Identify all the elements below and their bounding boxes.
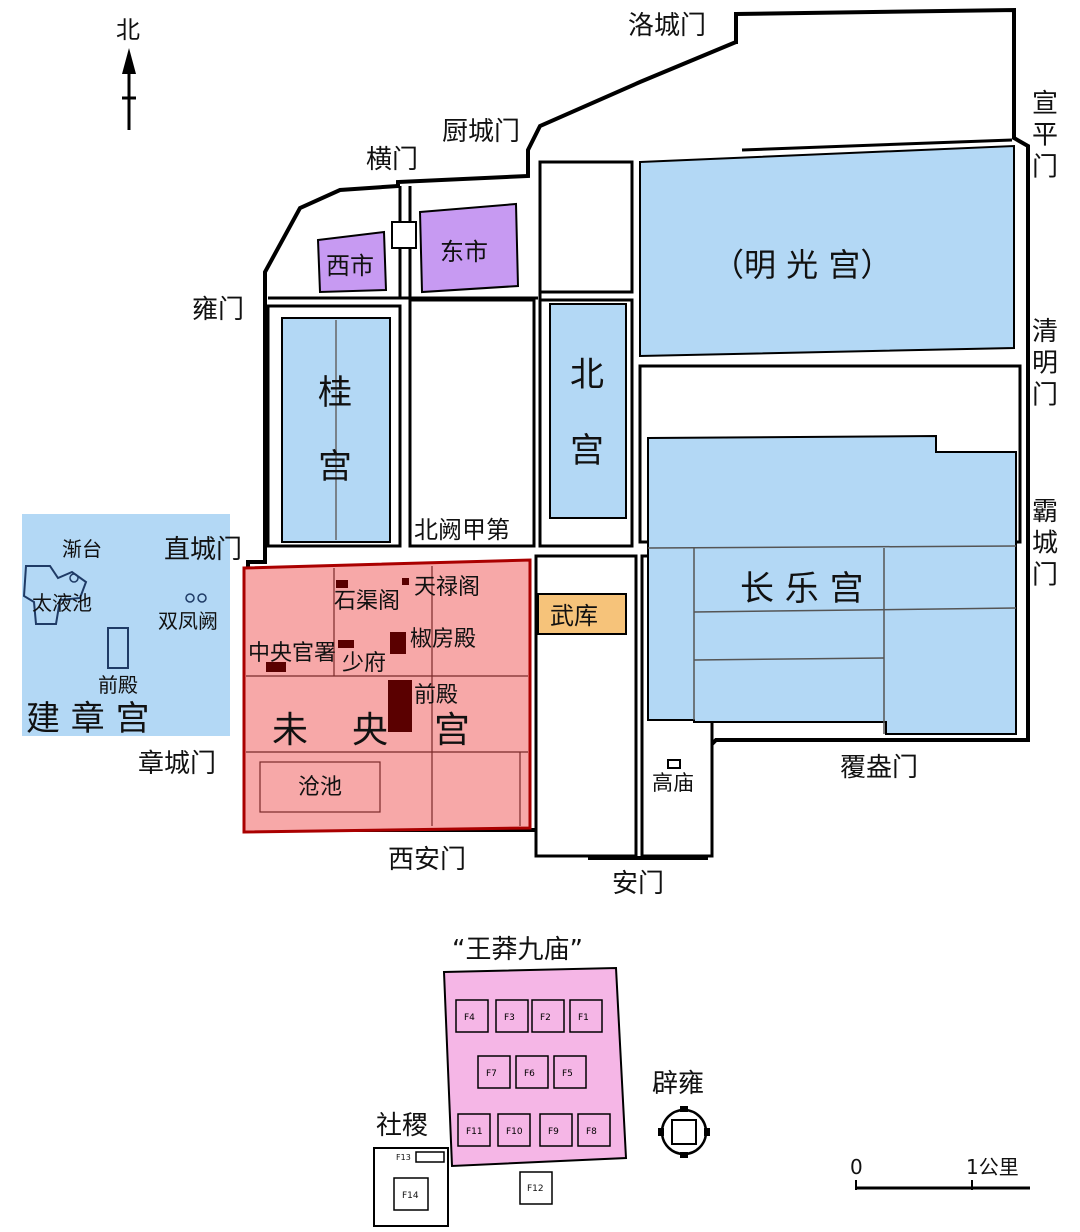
gate-zhicheng: 直城门 bbox=[164, 535, 242, 565]
biyong-label: 辟雍 bbox=[652, 1069, 704, 1099]
gui-palace-label-1: 桂 bbox=[318, 373, 352, 413]
west-market-label: 西市 bbox=[326, 252, 374, 280]
temple-block bbox=[553, 1055, 587, 1089]
temple-label: F8 bbox=[586, 1127, 597, 1137]
gaomiao-marker bbox=[667, 759, 681, 769]
temple-label: F11 bbox=[466, 1127, 483, 1137]
west-market bbox=[316, 230, 388, 294]
temple-f12: F12 bbox=[527, 1184, 544, 1194]
temple-block bbox=[457, 1113, 491, 1147]
temple-block bbox=[531, 999, 565, 1033]
scale-one-km: 1公里 bbox=[966, 1155, 1019, 1179]
weiyang-palace-grid bbox=[246, 566, 528, 826]
jiaofang-hall-label: 椒房殿 bbox=[410, 627, 476, 652]
temple-block bbox=[577, 1113, 611, 1147]
armory-label: 武库 bbox=[550, 602, 598, 630]
taiye-pond bbox=[22, 565, 88, 625]
temple-label: F2 bbox=[540, 1013, 551, 1023]
temple-block bbox=[497, 1113, 531, 1147]
gate-chucheng: 厨城门 bbox=[442, 117, 520, 147]
sheji-f13: F13 bbox=[396, 1153, 411, 1162]
temple-label: F10 bbox=[506, 1127, 523, 1137]
gate-heng: 横门 bbox=[366, 145, 418, 175]
changle-palace-grid bbox=[647, 545, 1017, 734]
weiyang-palace-label-1: 未 bbox=[272, 710, 308, 751]
shuangfeng-que-label: 双凤阙 bbox=[158, 609, 218, 633]
weiyang-palace-label-2: 央 bbox=[352, 710, 388, 751]
temple-block bbox=[495, 999, 529, 1033]
temple-label: F6 bbox=[524, 1069, 535, 1079]
weiyang-palace-label-3: 宫 bbox=[434, 710, 470, 751]
gui-palace-label-2: 宫 bbox=[318, 447, 352, 487]
scale-bar bbox=[855, 1180, 1030, 1190]
central-office-label: 中央官署 bbox=[248, 641, 336, 666]
hengmen-gate-marker bbox=[391, 221, 417, 249]
gate-luocheng: 洛城门 bbox=[628, 11, 706, 41]
beique-jiadi-label: 北阙甲第 bbox=[414, 516, 510, 544]
mingguang-palace bbox=[639, 144, 1015, 358]
gate-xuanping: 宣平门 bbox=[1032, 89, 1058, 182]
temple-block bbox=[455, 999, 489, 1033]
temple-block bbox=[515, 1055, 549, 1089]
weiyang-front-hall-label: 前殿 bbox=[414, 683, 458, 708]
jianzhang-palace-label: 建 章 宫 bbox=[26, 699, 150, 739]
north-label: 北 bbox=[116, 16, 140, 44]
gate-yong: 雍门 bbox=[192, 295, 244, 325]
gate-zhangcheng: 章城门 bbox=[138, 749, 216, 779]
jiantai-label: 渐台 bbox=[62, 537, 102, 561]
gate-bacheng: 霸城门 bbox=[1032, 497, 1058, 590]
temple-label: F7 bbox=[486, 1069, 497, 1079]
weiyang-buildings bbox=[266, 578, 412, 732]
east-market-label: 东市 bbox=[440, 238, 488, 266]
shiqu-pavilion-label: 石渠阁 bbox=[334, 589, 400, 614]
temple-label: F5 bbox=[562, 1069, 573, 1079]
sheji-label: 社稷 bbox=[376, 1111, 428, 1141]
shaofu-label: 少府 bbox=[342, 651, 386, 676]
mingguang-palace-label: （明 光 宫） bbox=[712, 246, 892, 284]
temple-label: F1 bbox=[578, 1013, 589, 1023]
wangmang-nine-temples-title: “王莽九庙” bbox=[452, 935, 583, 965]
temple-block bbox=[569, 999, 603, 1033]
weiyang-palace bbox=[242, 558, 532, 834]
gate-qingming: 清明门 bbox=[1032, 317, 1058, 410]
armory bbox=[537, 593, 627, 635]
temple-label: F9 bbox=[548, 1127, 559, 1137]
sheji-f14: F14 bbox=[402, 1191, 419, 1201]
gaomiao-label: 高庙 bbox=[652, 771, 694, 795]
north-palace-label-1: 北 bbox=[570, 355, 604, 395]
scale-zero: 0 bbox=[850, 1155, 863, 1179]
city-wall bbox=[246, 7, 1030, 860]
tianlu-pavilion-label: 天禄阁 bbox=[414, 575, 480, 600]
gate-xian: 西安门 bbox=[388, 845, 466, 875]
temple-label: F4 bbox=[464, 1013, 475, 1023]
cangchi-label: 沧池 bbox=[298, 775, 342, 800]
north-arrow-icon bbox=[122, 48, 136, 130]
changle-palace-label: 长 乐 宫 bbox=[740, 569, 864, 609]
north-palace bbox=[549, 303, 627, 519]
temple-block bbox=[477, 1055, 511, 1089]
temple-block bbox=[539, 1113, 573, 1147]
temple-label: F3 bbox=[504, 1013, 515, 1023]
gate-an: 安门 bbox=[612, 869, 664, 899]
taiye-pond-label: 太液池 bbox=[32, 591, 92, 615]
biyong-icon bbox=[658, 1106, 710, 1158]
north-palace-label-2: 宫 bbox=[570, 431, 604, 471]
east-market bbox=[418, 202, 520, 294]
jianzhang-front-hall-label: 前殿 bbox=[98, 673, 138, 697]
gate-fuang: 覆盎门 bbox=[840, 753, 918, 783]
